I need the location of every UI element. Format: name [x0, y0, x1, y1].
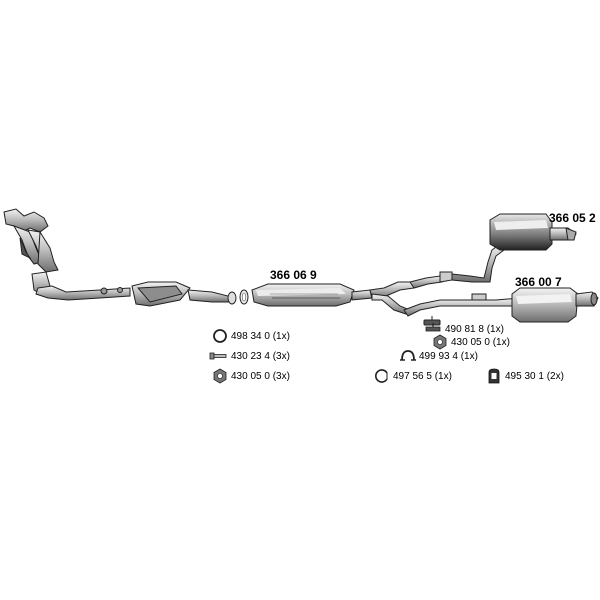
accessory-text: 498 34 0 (1x) [231, 330, 290, 342]
catalytic-converter-pipe [35, 281, 237, 307]
accessory-text: 497 56 5 (1x) [393, 370, 452, 382]
flange-gasket [239, 289, 249, 305]
accessory-bolt: 430 23 4 (3x) [208, 348, 290, 364]
accessory-text: 495 30 1 (2x) [505, 370, 564, 382]
lower-rear-silencer-part-number: 366 00 7 [515, 275, 562, 289]
accessory-pipe-clamp: 497 56 5 (1x) [374, 368, 452, 384]
exhaust-manifold [3, 208, 59, 297]
accessory-text: 430 05 0 (3x) [231, 370, 290, 382]
accessory-text: 499 93 4 (1x) [419, 350, 478, 362]
lower-rear-silencer [511, 287, 599, 323]
front-pipe-part-number: 366 06 9 [270, 268, 317, 282]
accessory-ring-gasket: 498 34 0 (1x) [212, 328, 290, 344]
upper-rear-silencer-part-number: 366 05 2 [549, 211, 596, 225]
middle-silencer [251, 283, 373, 307]
lower-tail-pipe [403, 293, 521, 317]
rubber-hanger-icon [425, 323, 441, 332]
nut-icon [433, 334, 447, 350]
ring-gasket-icon [213, 329, 227, 343]
upper-rear-silencer [489, 213, 577, 251]
bolt-icon [209, 352, 227, 360]
upper-tail-pipe [451, 243, 505, 283]
nut-icon [213, 368, 227, 384]
accessory-rubber-hanger: 490 81 8 (1x) [424, 321, 504, 337]
y-pipe [369, 271, 453, 315]
accessory-text: 490 81 8 (1x) [445, 323, 504, 335]
mounting-bracket-icon [488, 368, 500, 384]
accessory-mounting-bracket: 495 30 1 (2x) [486, 368, 564, 384]
accessory-clamp: 499 93 4 (1x) [400, 348, 478, 364]
pipe-clamp-icon [375, 369, 388, 383]
accessory-text: 430 23 4 (3x) [231, 350, 290, 362]
accessory-text: 430 05 0 (1x) [451, 336, 510, 348]
accessory-nut: 430 05 0 (1x) [432, 334, 510, 350]
accessory-nut: 430 05 0 (3x) [212, 368, 290, 384]
clamp-icon [400, 350, 416, 361]
rubber-mount [423, 316, 441, 326]
